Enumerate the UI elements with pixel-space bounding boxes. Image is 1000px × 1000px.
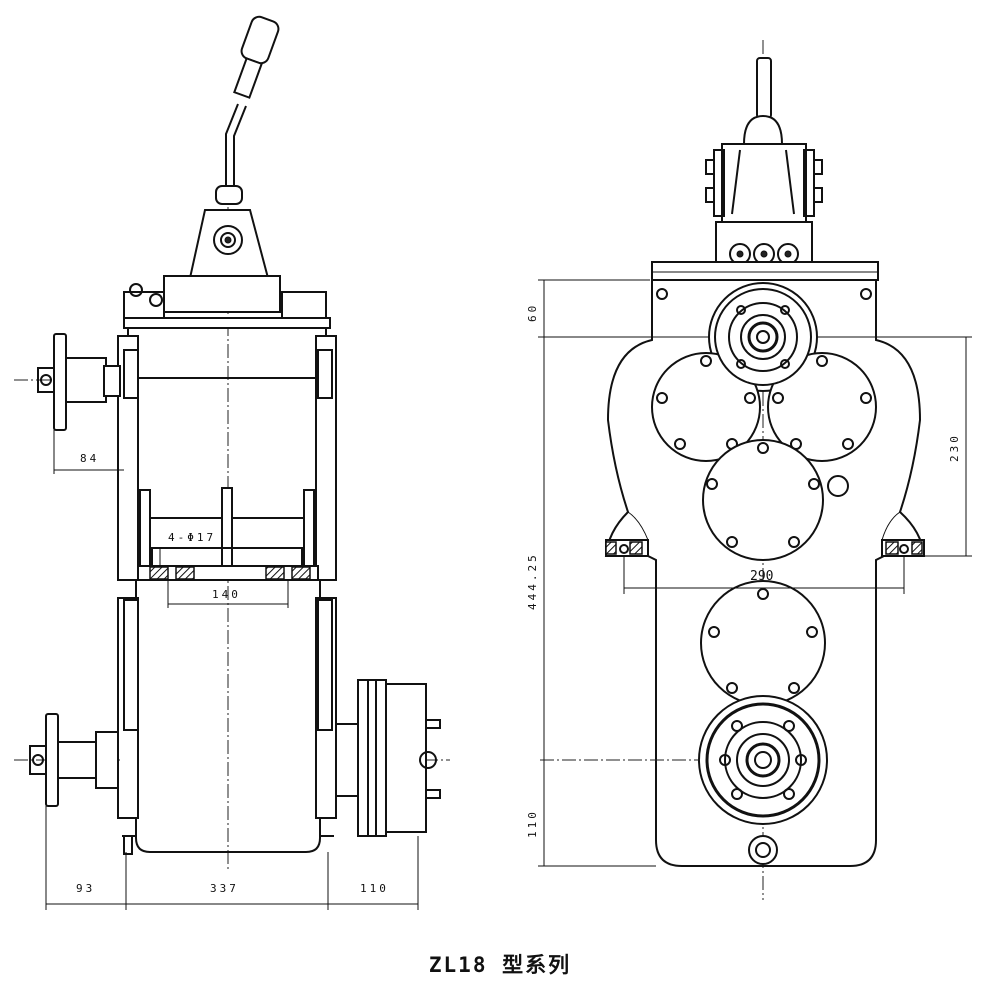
dim-label-93: 93 <box>76 882 95 895</box>
dim-label-140: 140 <box>212 588 241 601</box>
drain-plug <box>748 835 778 865</box>
gear-cover-center <box>702 439 849 561</box>
gear-cover-left <box>651 352 761 462</box>
dim-label-337: 337 <box>210 882 239 895</box>
dim-front-bolt-spacing: 290 <box>623 556 905 594</box>
brake-assembly <box>335 679 450 837</box>
input-shaft <box>14 333 121 431</box>
shift-lever <box>188 15 280 279</box>
gear-cover-right <box>767 352 877 462</box>
dim-label-110-side: 110 <box>360 882 389 895</box>
dim-label-60: 60 <box>526 303 539 322</box>
output-bearing-cover <box>540 695 828 825</box>
dim-hole-spec: 4-Φ17 <box>159 531 216 566</box>
output-shaft-left <box>14 713 120 807</box>
dim-shaft-offset: 84 <box>53 430 124 474</box>
dim-hole-spacing: 140 <box>167 580 289 608</box>
gear-cover-lower <box>700 580 826 706</box>
side-view: 84 4-Φ17 140 93 337 110 <box>14 15 450 910</box>
dim-label-110-front: 110 <box>526 809 539 838</box>
dim-bottom-chain: 93 337 110 <box>45 806 419 910</box>
dim-front-left-chain: 60 444.25 110 <box>526 279 710 867</box>
front-housing-outline <box>604 279 926 867</box>
top-cover <box>123 275 331 329</box>
front-view: 60 444.25 110 230 290 <box>526 40 972 900</box>
gearbox-housing <box>117 327 337 855</box>
top-plate <box>651 261 879 281</box>
input-bearing-front <box>714 288 812 386</box>
mounting-feet <box>605 539 925 557</box>
dim-front-right: 230 <box>818 336 972 557</box>
dim-label-84: 84 <box>80 452 99 465</box>
dim-label-holes: 4-Φ17 <box>168 531 216 544</box>
shifter-head <box>705 57 823 269</box>
dim-label-230: 230 <box>948 433 961 462</box>
dim-label-290: 290 <box>750 569 773 584</box>
plug-icon <box>827 475 849 497</box>
figure-caption: ZL18 型系列 <box>428 953 572 977</box>
dim-label-444-25: 444.25 <box>526 552 539 610</box>
